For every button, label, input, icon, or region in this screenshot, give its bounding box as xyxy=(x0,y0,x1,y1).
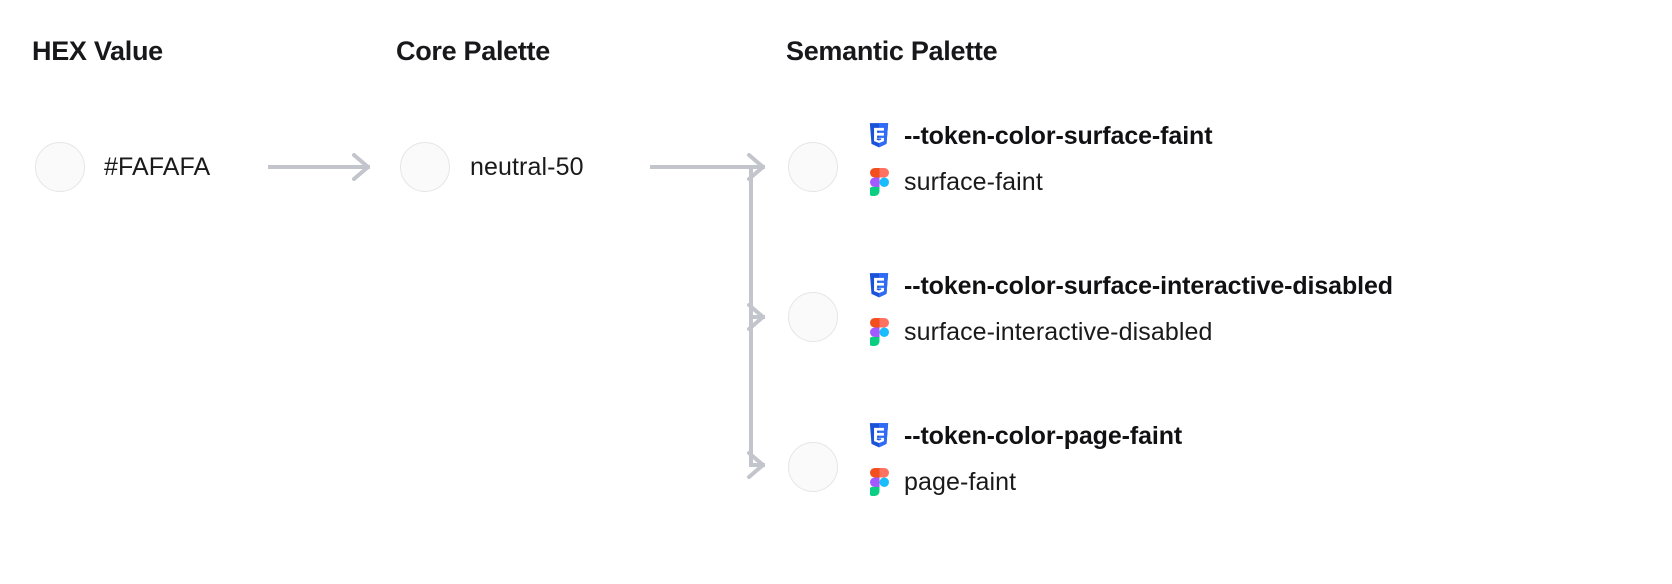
hex-color-swatch[interactable] xyxy=(35,142,85,192)
figma-token-name: page-faint xyxy=(904,467,1017,496)
css-token-line: --token-color-surface-faint xyxy=(866,113,1656,159)
css3-icon xyxy=(866,271,892,301)
column-heading-hex-value: HEX Value xyxy=(32,36,163,66)
semantic-token-row: --token-color-page-faint page-faint xyxy=(866,413,1656,505)
css3-icon xyxy=(866,421,892,451)
css-token-line: --token-color-surface-interactive-disabl… xyxy=(866,263,1656,309)
css-token-name: --token-color-surface-interactive-disabl… xyxy=(904,271,1393,300)
hex-to-core-arrow xyxy=(268,153,370,181)
column-heading-semantic-palette: Semantic Palette xyxy=(786,36,998,66)
figma-icon xyxy=(866,467,892,497)
semantic-token-row: --token-color-surface-interactive-disabl… xyxy=(866,263,1656,355)
column-heading-core-palette: Core Palette xyxy=(396,36,550,66)
semantic-color-swatch-2[interactable] xyxy=(788,442,838,492)
figma-token-line: surface-faint xyxy=(866,159,1656,205)
semantic-color-swatch-0[interactable] xyxy=(788,142,838,192)
css-token-line: --token-color-page-faint xyxy=(866,413,1656,459)
hex-value-label: #FAFAFA xyxy=(104,153,211,181)
figma-token-line: page-faint xyxy=(866,459,1656,505)
figma-token-line: surface-interactive-disabled xyxy=(866,309,1656,355)
core-to-semantic-arrow-1 xyxy=(747,303,765,331)
core-palette-label: neutral-50 xyxy=(470,153,584,181)
semantic-color-swatch-1[interactable] xyxy=(788,292,838,342)
css-token-name: --token-color-page-faint xyxy=(904,421,1183,450)
core-color-swatch[interactable] xyxy=(400,142,450,192)
figma-token-name: surface-faint xyxy=(904,167,1043,196)
figma-icon xyxy=(866,317,892,347)
core-to-semantic-arrow-2 xyxy=(747,451,765,479)
core-to-semantic-arrow-0 xyxy=(747,153,765,181)
core-branch-trunk xyxy=(650,165,753,467)
css-token-name: --token-color-surface-faint xyxy=(904,121,1213,150)
figma-token-name: surface-interactive-disabled xyxy=(904,317,1213,346)
figma-icon xyxy=(866,167,892,197)
css3-icon xyxy=(866,121,892,151)
semantic-token-row: --token-color-surface-faint surface-fain… xyxy=(866,113,1656,205)
